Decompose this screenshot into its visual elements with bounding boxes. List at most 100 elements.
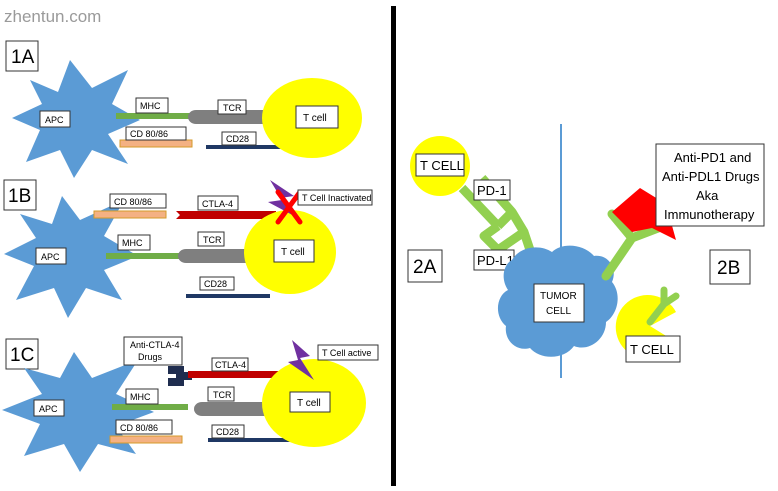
panel-2: T CELL PD-1 PD-L1 TUMOR CELL 2A Anti-PD1… <box>407 124 765 378</box>
status-label: T Cell Inactivated <box>302 193 371 203</box>
cd28-label-box <box>221 131 257 146</box>
tcr-label: TCR <box>203 235 222 245</box>
mhc-label: MHC <box>140 101 161 111</box>
t-cell-label-box <box>415 153 465 177</box>
tcr-label: TCR <box>223 103 242 113</box>
cd28-receptor <box>208 438 294 442</box>
apc-label-box <box>33 399 65 417</box>
panel-label: 1B <box>8 186 31 207</box>
watermark: zhentun.com <box>4 7 101 26</box>
ctla4-receptor <box>188 371 286 378</box>
t-cell-label-box <box>295 105 339 129</box>
cd28-label-box <box>199 276 235 291</box>
panel-1b: 1B APC CD 80/86 MHC CTLA-4 TCR CD28 T ce… <box>3 179 373 318</box>
ctla4-notch <box>174 209 180 221</box>
mhc-label-box <box>125 388 159 405</box>
drugs-label-line4: Immunotherapy <box>664 207 755 222</box>
drugs-label-line1: Anti-PD1 and <box>674 150 751 165</box>
panel-label-box <box>709 249 751 285</box>
tumor-label-line1: TUMOR <box>540 291 577 302</box>
tumor-label-line2: CELL <box>546 306 571 317</box>
mhc-receptor <box>116 113 196 119</box>
drugs-label-line3: Aka <box>696 188 719 203</box>
panel-label-box <box>5 338 39 370</box>
cd28-label: CD28 <box>216 427 239 437</box>
pd1-label-box <box>473 179 511 201</box>
t-cell-label-box <box>273 239 315 263</box>
cd80-86-label-box <box>109 193 167 209</box>
cd80-86-label-box <box>125 126 187 141</box>
cd80-86-label: CD 80/86 <box>120 423 158 433</box>
panel-1a: 1A APC MHC CD 80/86 TCR CD28 T cell <box>5 40 362 178</box>
t-cell-label: T CELL <box>630 342 674 357</box>
cd28-label: CD28 <box>204 279 227 289</box>
tumor-label-box <box>533 283 585 323</box>
cd80-86-label: CD 80/86 <box>130 129 168 139</box>
tcr-label-box <box>217 99 247 115</box>
t-cell-label-box <box>289 391 331 413</box>
status-label-box <box>297 189 373 206</box>
apc-cell <box>4 196 138 318</box>
ctla4-receptor <box>176 211 276 219</box>
ctla4-label: CTLA-4 <box>215 360 246 370</box>
mhc-label: MHC <box>130 392 151 402</box>
cd28-label: CD28 <box>226 134 249 144</box>
panel-label-box <box>3 179 37 211</box>
panel-label: 1A <box>11 47 35 68</box>
t-cell-label: T cell <box>297 398 321 409</box>
tcr-receptor <box>194 402 282 416</box>
drugs-label-box <box>655 143 765 227</box>
mhc-label-box <box>135 97 169 114</box>
cd80-86-label: CD 80/86 <box>114 197 152 207</box>
panel-divider <box>391 6 396 486</box>
status-label: T Cell active <box>322 348 371 358</box>
drug-label-line2: Drugs <box>138 352 163 362</box>
cd28-receptor <box>206 145 296 149</box>
mhc-label-box <box>117 234 151 251</box>
mhc-receptor <box>112 404 188 410</box>
cd80-86-receptor <box>93 210 167 219</box>
apc-label: APC <box>45 115 64 125</box>
tcr-label-box <box>207 386 235 402</box>
pd1-receptor <box>646 286 680 326</box>
ctla4-label-box <box>197 195 239 211</box>
signal-bolt <box>288 340 314 380</box>
cd28-receptor <box>186 294 270 298</box>
panel-label: 1C <box>10 345 34 366</box>
apc-label: APC <box>39 404 58 414</box>
tcr-receptor <box>188 110 272 124</box>
cd28-label-box <box>211 424 245 439</box>
t-cell-label-box <box>625 335 681 363</box>
drugs-label-line2: Anti-PDL1 Drugs <box>662 169 760 184</box>
panel-label: 2B <box>717 258 740 279</box>
cd80-86-receptor <box>119 139 193 148</box>
panel-label-box <box>5 40 39 72</box>
inhibition-x-icon <box>275 189 303 225</box>
apc-label: APC <box>41 252 60 262</box>
antibody-drug <box>601 209 663 281</box>
cd80-86-label-box <box>115 419 173 435</box>
drug-label-line1: Anti-CTLA-4 <box>130 340 180 350</box>
t-cell-label: T cell <box>303 113 327 124</box>
anti-ctla4-drug <box>168 366 192 386</box>
cd80-86-receptor <box>109 435 183 444</box>
panel-label-box <box>407 249 443 283</box>
t-cell-label: T CELL <box>420 158 464 173</box>
status-label-box <box>317 344 379 361</box>
t-cell-label: T cell <box>281 247 305 258</box>
mhc-receptor <box>106 253 180 259</box>
apc-cell <box>2 352 154 472</box>
tcr-label-box <box>197 231 225 247</box>
ctla4-label-box <box>211 357 249 372</box>
mhc-label: MHC <box>122 238 143 248</box>
drug-label-box <box>123 336 183 366</box>
ctla4-label: CTLA-4 <box>202 199 233 209</box>
pd1-label: PD-1 <box>477 183 507 198</box>
pdl1-label: PD-L1 <box>477 253 514 268</box>
apc-cell <box>12 60 140 178</box>
apc-label-box <box>39 110 71 128</box>
panel-1c: 1C APC Anti-CTLA-4 Drugs CTLA-4 MHC TCR … <box>2 336 379 472</box>
panel-label: 2A <box>413 257 437 278</box>
